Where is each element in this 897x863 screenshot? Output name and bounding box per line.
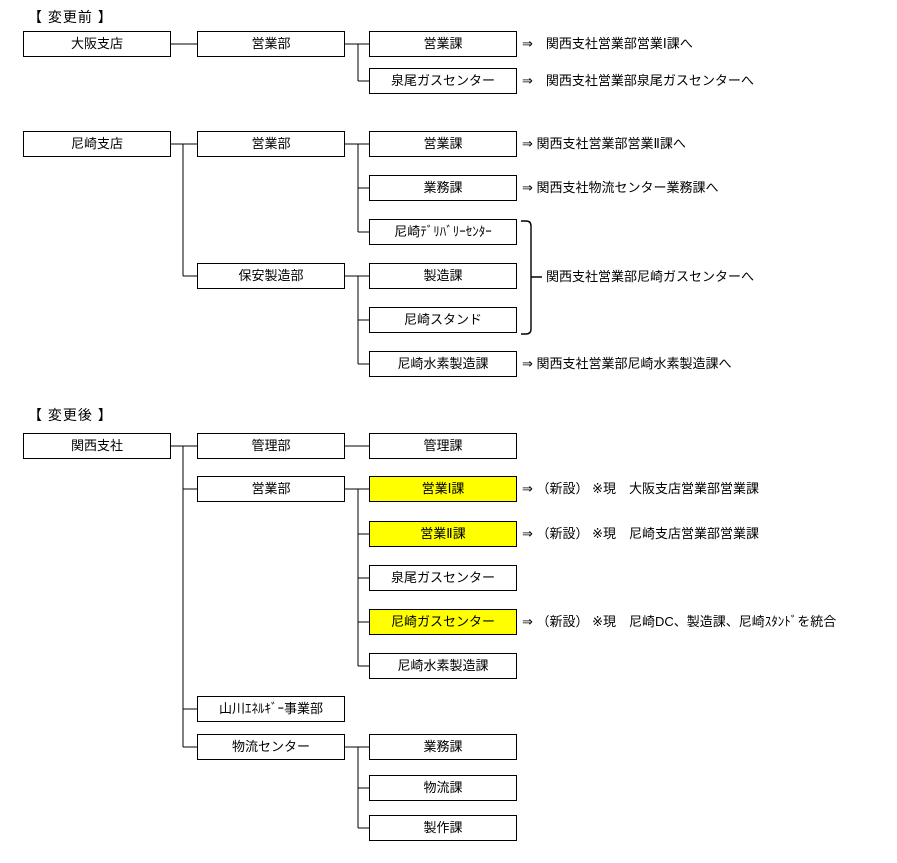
- box-ama-delivery-center: 尼崎ﾃﾞﾘﾊﾞﾘｰｾﾝﾀｰ: [369, 219, 517, 245]
- box-izuo-gas-center-after: 泉尾ガスセンター: [369, 565, 517, 591]
- box-hoan-seizo-dept: 保安製造部: [197, 263, 345, 289]
- note-ama-suiso: ⇒ 関西支社営業部尼崎水素製造課へ: [522, 356, 732, 371]
- box-izuo-gas-center-before: 泉尾ガスセンター: [369, 68, 517, 94]
- note-ama-sales: ⇒ 関西支社営業部営業Ⅱ課へ: [522, 136, 686, 151]
- box-butsuryu-sec: 物流課: [369, 775, 517, 801]
- note-osaka-sales: ⇒ 関西支社営業部営業Ⅰ課へ: [522, 36, 693, 51]
- box-after-gyomu-sec: 業務課: [369, 734, 517, 760]
- grouping-bracket: [521, 220, 542, 335]
- note-ama-gas-group: 関西支社営業部尼崎ガスセンターへ: [546, 269, 755, 284]
- box-yamakawa-dept: 山川ｴﾈﾙｷﾞｰ事業部: [197, 696, 345, 722]
- connector-after-sales-children: [345, 488, 369, 667]
- note-ama-gyomu: ⇒ 関西支社物流センター業務課へ: [522, 180, 719, 195]
- box-ama-suiso-sec: 尼崎水素製造課: [369, 351, 517, 377]
- note-sales1-new: ⇒ （新設） ※現 大阪支店営業部営業課: [522, 481, 760, 496]
- connector-hoan-children: [345, 275, 369, 365]
- box-kansai-head-office: 関西支社: [23, 433, 171, 459]
- box-after-sales-dept: 営業部: [197, 476, 345, 502]
- box-amagasaki-branch: 尼崎支店: [23, 131, 171, 157]
- section-label-before: 【 変更前 】: [28, 9, 113, 25]
- box-ama-stand: 尼崎スタンド: [369, 307, 517, 333]
- box-ama-sales-dept: 営業部: [197, 131, 345, 157]
- box-kanri-dept: 管理部: [197, 433, 345, 459]
- note-izuo-gas-center: ⇒ 関西支社営業部泉尾ガスセンターへ: [522, 73, 754, 88]
- connector-logistics-children: [345, 746, 369, 829]
- box-seisaku-sec: 製作課: [369, 815, 517, 841]
- box-osaka-sales-dept: 営業部: [197, 31, 345, 57]
- box-ama-gas-center: 尼崎ガスセンター: [369, 609, 517, 635]
- box-ama-gyomu-sec: 業務課: [369, 175, 517, 201]
- box-sales1-sec: 営業Ⅰ課: [369, 476, 517, 502]
- connector-amagasaki-trunk: [171, 143, 197, 277]
- connector-kansai-trunk: [171, 445, 197, 748]
- note-ama-gas-new: ⇒ （新設） ※現 尼崎DC、製造課、尼崎ｽﾀﾝﾄﾞを統合: [522, 614, 837, 629]
- box-sales2-sec: 営業Ⅱ課: [369, 521, 517, 547]
- note-sales2-new: ⇒ （新設） ※現 尼崎支店営業部営業課: [522, 526, 760, 541]
- box-after-suiso-sec: 尼崎水素製造課: [369, 653, 517, 679]
- box-logistics-center: 物流センター: [197, 734, 345, 760]
- box-seizo-sec: 製造課: [369, 263, 517, 289]
- box-osaka-branch: 大阪支店: [23, 31, 171, 57]
- connector-ama-sales-children: [345, 143, 369, 233]
- section-label-after: 【 変更後 】: [28, 407, 113, 423]
- box-ama-sales-sec: 営業課: [369, 131, 517, 157]
- box-osaka-sales-sec: 営業課: [369, 31, 517, 57]
- box-kanri-sec: 管理課: [369, 433, 517, 459]
